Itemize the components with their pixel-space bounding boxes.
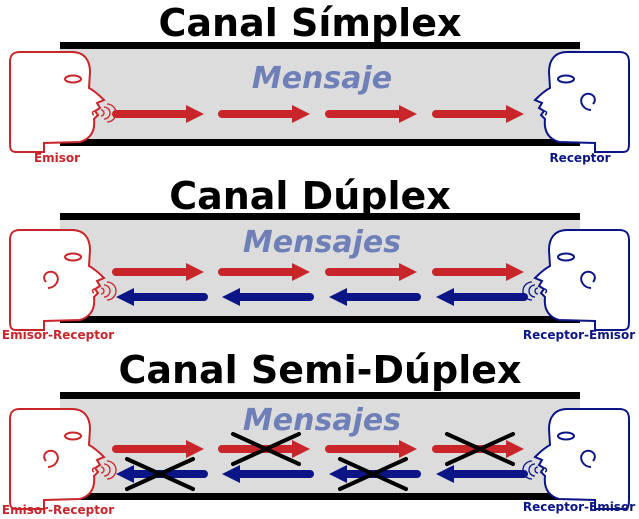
arrow-left xyxy=(329,465,421,483)
receptor-head xyxy=(533,51,630,153)
arrow-left xyxy=(116,288,208,306)
blocked-cross-mark xyxy=(231,432,301,466)
emisor-head xyxy=(9,51,117,153)
emisor-label: Emisor xyxy=(34,151,80,165)
arrow-left xyxy=(436,288,528,306)
blocked-cross-mark xyxy=(125,457,195,491)
simplex-message-label: Mensaje xyxy=(252,61,392,96)
arrow-right xyxy=(112,105,204,123)
emisor-receptor-head xyxy=(9,408,117,510)
emisor-receptor-head xyxy=(9,229,117,331)
duplex-title: Canal Dúplex xyxy=(169,174,451,218)
arrow-left xyxy=(222,465,314,483)
receptor-emisor-label: Receptor-Emisor xyxy=(523,328,635,342)
semi-duplex-top-rail xyxy=(60,392,580,399)
semi-duplex-bottom-rail xyxy=(60,493,580,500)
speech-waves-icon xyxy=(522,281,539,301)
arrow-left xyxy=(116,465,208,483)
arrow-right xyxy=(218,263,310,281)
blocked-cross-mark xyxy=(338,457,408,491)
arrow-left xyxy=(222,288,314,306)
receptor-emisor-head xyxy=(522,229,630,331)
duplex-message-label: Mensajes xyxy=(243,225,401,260)
simplex-tube xyxy=(60,47,580,140)
arrow-left xyxy=(329,288,421,306)
arrow-right xyxy=(325,263,417,281)
blocked-cross-mark xyxy=(445,432,515,466)
semi-duplex-panel: Canal Semi-Dúplex Mensajes Emisor-Recept… xyxy=(2,348,635,517)
speech-waves-icon xyxy=(522,460,539,480)
arrow-right xyxy=(112,263,204,281)
duplex-panel: Canal Dúplex Mensajes Emisor-Receptor Re… xyxy=(2,174,635,342)
receptor-label: Receptor xyxy=(549,151,610,165)
simplex-top-rail xyxy=(60,42,580,49)
semi-duplex-title: Canal Semi-Dúplex xyxy=(118,348,521,392)
arrow-left xyxy=(436,465,528,483)
receptor-emisor-head xyxy=(522,408,630,510)
duplex-bottom-rail xyxy=(60,316,580,323)
arrow-right xyxy=(218,440,310,458)
simplex-title: Canal Símplex xyxy=(159,1,462,45)
emisor-receptor-label: Emisor-Receptor xyxy=(2,503,114,517)
arrow-right xyxy=(325,105,417,123)
receptor-emisor-label: Receptor-Emisor xyxy=(523,500,635,514)
arrow-right xyxy=(325,440,417,458)
arrow-right xyxy=(218,105,310,123)
arrow-right xyxy=(112,440,204,458)
semi-duplex-message-label: Mensajes xyxy=(243,403,401,438)
speech-waves-icon xyxy=(100,281,117,301)
speech-waves-icon xyxy=(100,103,117,123)
emisor-receptor-label: Emisor-Receptor xyxy=(2,328,114,342)
speech-waves-icon xyxy=(100,460,117,480)
simplex-panel: Canal Símplex Mensaje Emisor Receptor xyxy=(9,1,630,165)
duplex-top-rail xyxy=(60,213,580,220)
simplex-bottom-rail xyxy=(60,139,580,146)
arrow-right xyxy=(432,263,524,281)
arrow-right xyxy=(432,440,524,458)
arrow-right xyxy=(432,105,524,123)
